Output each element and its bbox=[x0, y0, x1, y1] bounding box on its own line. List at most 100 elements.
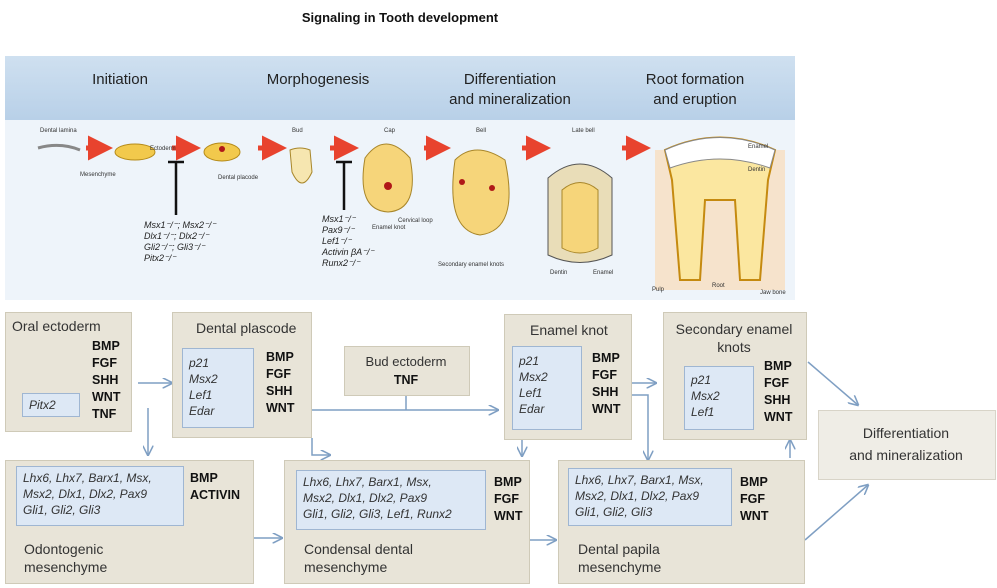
label-ectoderm: Ectoderm bbox=[150, 146, 176, 152]
label-dentin-2: Dentin bbox=[550, 270, 567, 276]
gene: Lef1 bbox=[189, 387, 247, 403]
enamel-knot-dot bbox=[384, 182, 392, 190]
signal: BMP bbox=[592, 350, 620, 367]
signal: FGF bbox=[740, 491, 768, 508]
enamel-knot-genes: p21 Msx2 Lef1 Edar bbox=[512, 346, 582, 430]
placode-dot bbox=[219, 146, 225, 152]
secondary-knots-genes: p21 Msx2 Lef1 bbox=[684, 366, 754, 430]
dental-lamina-shape bbox=[38, 145, 80, 150]
signal: FGF bbox=[92, 355, 120, 372]
odontogenic-genes: Lhx6, Lhx7, Barx1, Msx, Msx2, Dlx1, Dlx2… bbox=[16, 466, 184, 526]
label-cervical-loop: Cervical loop bbox=[398, 218, 433, 224]
oral-ectoderm-genes: Pitx2 bbox=[22, 393, 80, 417]
odontogenic-signals: BMP ACTIVIN bbox=[190, 470, 240, 504]
signal: FGF bbox=[592, 367, 620, 384]
dental-placode-signals: BMP FGF SHH WNT bbox=[266, 349, 294, 417]
label-bud: Bud bbox=[292, 128, 303, 134]
signal: FGF bbox=[764, 375, 792, 392]
gene-line: Lhx6, Lhx7, Barx1, Msx, bbox=[23, 470, 177, 486]
signal: WNT bbox=[592, 401, 620, 418]
gene: Msx2 bbox=[691, 388, 747, 404]
signal: SHH bbox=[92, 372, 120, 389]
signal: TNF bbox=[92, 406, 120, 423]
label-jaw-bone: Jaw bone bbox=[760, 290, 786, 296]
signal: WNT bbox=[494, 508, 522, 525]
flow-arrow-placode-cond bbox=[312, 438, 330, 455]
label-cap: Cap bbox=[384, 128, 395, 134]
flow-arrow-secondary-diff bbox=[808, 362, 858, 405]
gene-line: Lhx6, Lhx7, Barx1, Msx, bbox=[303, 474, 479, 490]
signal: WNT bbox=[266, 400, 294, 417]
oral-ectoderm-signals: BMP FGF SHH WNT TNF bbox=[92, 338, 120, 423]
signal: FGF bbox=[266, 366, 294, 383]
oral-ectoderm-title: Oral ectoderm bbox=[12, 318, 101, 334]
gene: Edar bbox=[519, 401, 575, 417]
signal: ACTIVIN bbox=[190, 487, 240, 504]
enamel-knot-title: Enamel knot bbox=[530, 322, 608, 338]
gene-line: Msx2, Dlx1, Dlx2, Pax9 bbox=[575, 488, 725, 504]
gene: Msx2 bbox=[519, 369, 575, 385]
mutant-list-initiation: Msx1⁻/⁻; Msx2⁻/⁻ Dlx1⁻/⁻; Dlx2⁻/⁻ Gli2⁻/… bbox=[144, 220, 216, 264]
dental-placode-genes: p21 Msx2 Lef1 Edar bbox=[182, 348, 254, 428]
secondary-knots-title: Secondary enamel knots bbox=[663, 320, 805, 356]
gene: Msx2 bbox=[189, 371, 247, 387]
label-late-bell: Late bell bbox=[572, 128, 595, 134]
mutant-item: Activin βA⁻/⁻ bbox=[322, 247, 374, 258]
gene: Lef1 bbox=[691, 404, 747, 420]
differentiation-title: Differentiation and mineralization bbox=[818, 422, 994, 466]
bud-shape bbox=[290, 148, 312, 183]
label-enamel: Enamel bbox=[748, 144, 768, 150]
label-bell: Bell bbox=[476, 128, 486, 134]
gene-line: Msx2, Dlx1, Dlx2, Pax9 bbox=[23, 486, 177, 502]
signal: WNT bbox=[92, 389, 120, 406]
cap-shape bbox=[363, 144, 412, 212]
gene: Pitx2 bbox=[29, 397, 73, 413]
label-enamel-2: Enamel bbox=[593, 270, 613, 276]
signal: FGF bbox=[494, 491, 522, 508]
signal: BMP bbox=[92, 338, 120, 355]
signal: SHH bbox=[592, 384, 620, 401]
papilla-genes: Lhx6, Lhx7, Barx1, Msx, Msx2, Dlx1, Dlx2… bbox=[568, 468, 732, 526]
mutant-item: Lef1⁻/⁻ bbox=[322, 236, 374, 247]
gene-line: Gli1, Gli2, Gli3, Lef1, Runx2 bbox=[303, 506, 479, 522]
secondary-knot-dot-2 bbox=[489, 185, 495, 191]
gene-line: Lhx6, Lhx7, Barx1, Msx, bbox=[575, 472, 725, 488]
mutant-item: Msx1⁻/⁻; Msx2⁻/⁻ bbox=[144, 220, 216, 231]
gene-line: Msx2, Dlx1, Dlx2, Pax9 bbox=[303, 490, 479, 506]
mutant-item: Runx2⁻/⁻ bbox=[322, 258, 374, 269]
flow-arrow-knot-papilla bbox=[632, 395, 648, 460]
gene-line: Gli1, Gli2, Gli3 bbox=[575, 504, 725, 520]
bud-ectoderm-signal: TNF bbox=[344, 372, 468, 389]
signal: WNT bbox=[740, 508, 768, 525]
signal: BMP bbox=[494, 474, 522, 491]
dental-placode-title: Dental plascode bbox=[196, 320, 296, 336]
label-dentin: Dentin bbox=[748, 167, 765, 173]
secondary-knot-dot-1 bbox=[459, 179, 465, 185]
signal: BMP bbox=[266, 349, 294, 366]
mutant-list-bud: Msx1⁻/⁻ Pax9⁻/⁻ Lef1⁻/⁻ Activin βA⁻/⁻ Ru… bbox=[322, 214, 374, 269]
label-dental-lamina: Dental lamina bbox=[40, 128, 77, 134]
gene: p21 bbox=[189, 355, 247, 371]
label-secondary-enamel-knots: Secondary enamel knots bbox=[438, 262, 504, 268]
odontogenic-title: Odontogenic mesenchyme bbox=[24, 540, 107, 576]
gene-line: Gli1, Gli2, Gli3 bbox=[23, 502, 177, 518]
signal: BMP bbox=[764, 358, 792, 375]
signal: WNT bbox=[764, 409, 792, 426]
label-mesenchyme: Mesenchyme bbox=[80, 172, 116, 178]
label-dental-placode: Dental placode bbox=[218, 175, 258, 181]
mutant-item: Msx1⁻/⁻ bbox=[322, 214, 374, 225]
condensed-title: Condensal dental mesenchyme bbox=[304, 540, 413, 576]
label-pulp: Pulp bbox=[652, 287, 664, 293]
gene: Edar bbox=[189, 403, 247, 419]
flow-arrow-papilla-diff bbox=[805, 485, 868, 540]
signal: SHH bbox=[266, 383, 294, 400]
mutant-item: Gli2⁻/⁻; Gli3⁻/⁻ bbox=[144, 242, 216, 253]
papilla-title: Dental papila mesenchyme bbox=[578, 540, 661, 576]
gene: p21 bbox=[691, 372, 747, 388]
condensed-genes: Lhx6, Lhx7, Barx1, Msx, Msx2, Dlx1, Dlx2… bbox=[296, 470, 486, 530]
signal: SHH bbox=[764, 392, 792, 409]
secondary-knots-signals: BMP FGF SHH WNT bbox=[764, 358, 792, 426]
enamel-knot-signals: BMP FGF SHH WNT bbox=[592, 350, 620, 418]
label-root: Root bbox=[712, 283, 725, 289]
signal: BMP bbox=[740, 474, 768, 491]
